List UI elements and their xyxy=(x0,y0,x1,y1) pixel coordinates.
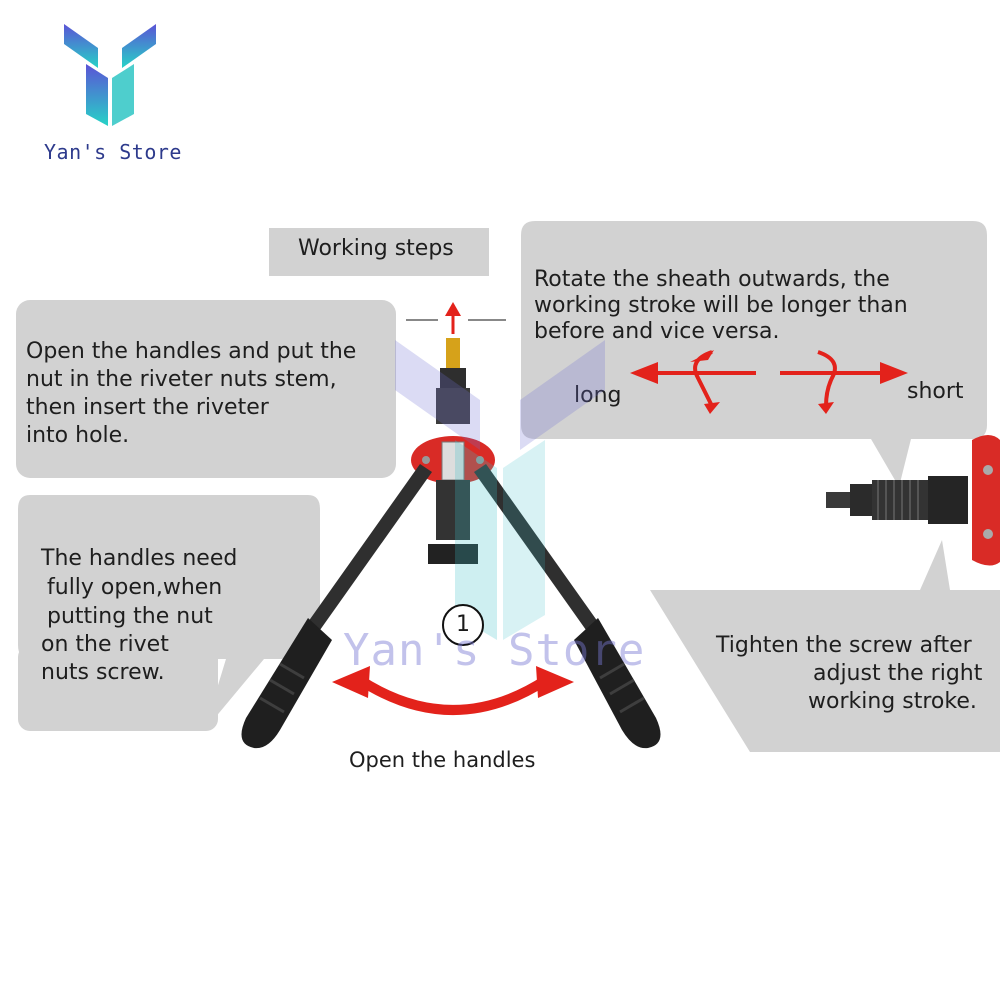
riveter-tool-illustration xyxy=(241,302,661,749)
left-top-callout xyxy=(16,300,396,478)
left-top-line-3: then insert the riveter xyxy=(26,395,269,420)
left-top-line-1: Open the handles and put the xyxy=(26,339,357,364)
watermark-text: Yan's Store xyxy=(343,625,646,676)
step-number-badge: 1 xyxy=(442,604,484,646)
left-top-line-4: into hole. xyxy=(26,423,130,448)
riveter-closeup-illustration xyxy=(826,435,1000,566)
left-bottom-callout xyxy=(18,495,320,731)
left-bottom-line-5: nuts screw. xyxy=(41,660,165,685)
left-top-line-2: nut in the riveter nuts stem, xyxy=(26,367,337,392)
right-top-line-2: working stroke will be longer than xyxy=(534,293,908,318)
store-name: Yan's Store xyxy=(44,140,182,164)
right-bottom-callout xyxy=(650,540,1000,752)
right-bottom-line-3: working stroke. xyxy=(808,689,977,714)
short-label: short xyxy=(907,379,964,404)
title-box xyxy=(269,228,489,276)
store-logo xyxy=(64,24,156,126)
right-bottom-line-2: adjust the right xyxy=(813,661,983,686)
left-bottom-line-2: fully open,when xyxy=(47,575,223,600)
right-top-callout xyxy=(521,221,987,487)
right-bottom-line-1: Tighten the screw after xyxy=(716,633,972,658)
right-top-line-1: Rotate the sheath outwards, the xyxy=(534,267,890,292)
watermark-logo xyxy=(395,340,605,640)
right-top-line-3: before and vice versa. xyxy=(534,319,780,344)
rotation-arrows xyxy=(630,350,908,414)
left-bottom-line-4: on the rivet xyxy=(41,632,169,657)
step-caption: Open the handles xyxy=(349,748,536,772)
long-label: long xyxy=(574,383,622,408)
diagram-title: Working steps xyxy=(298,236,454,261)
left-bottom-line-3: putting the nut xyxy=(47,604,213,629)
left-bottom-line-1: The handles need xyxy=(41,546,238,571)
